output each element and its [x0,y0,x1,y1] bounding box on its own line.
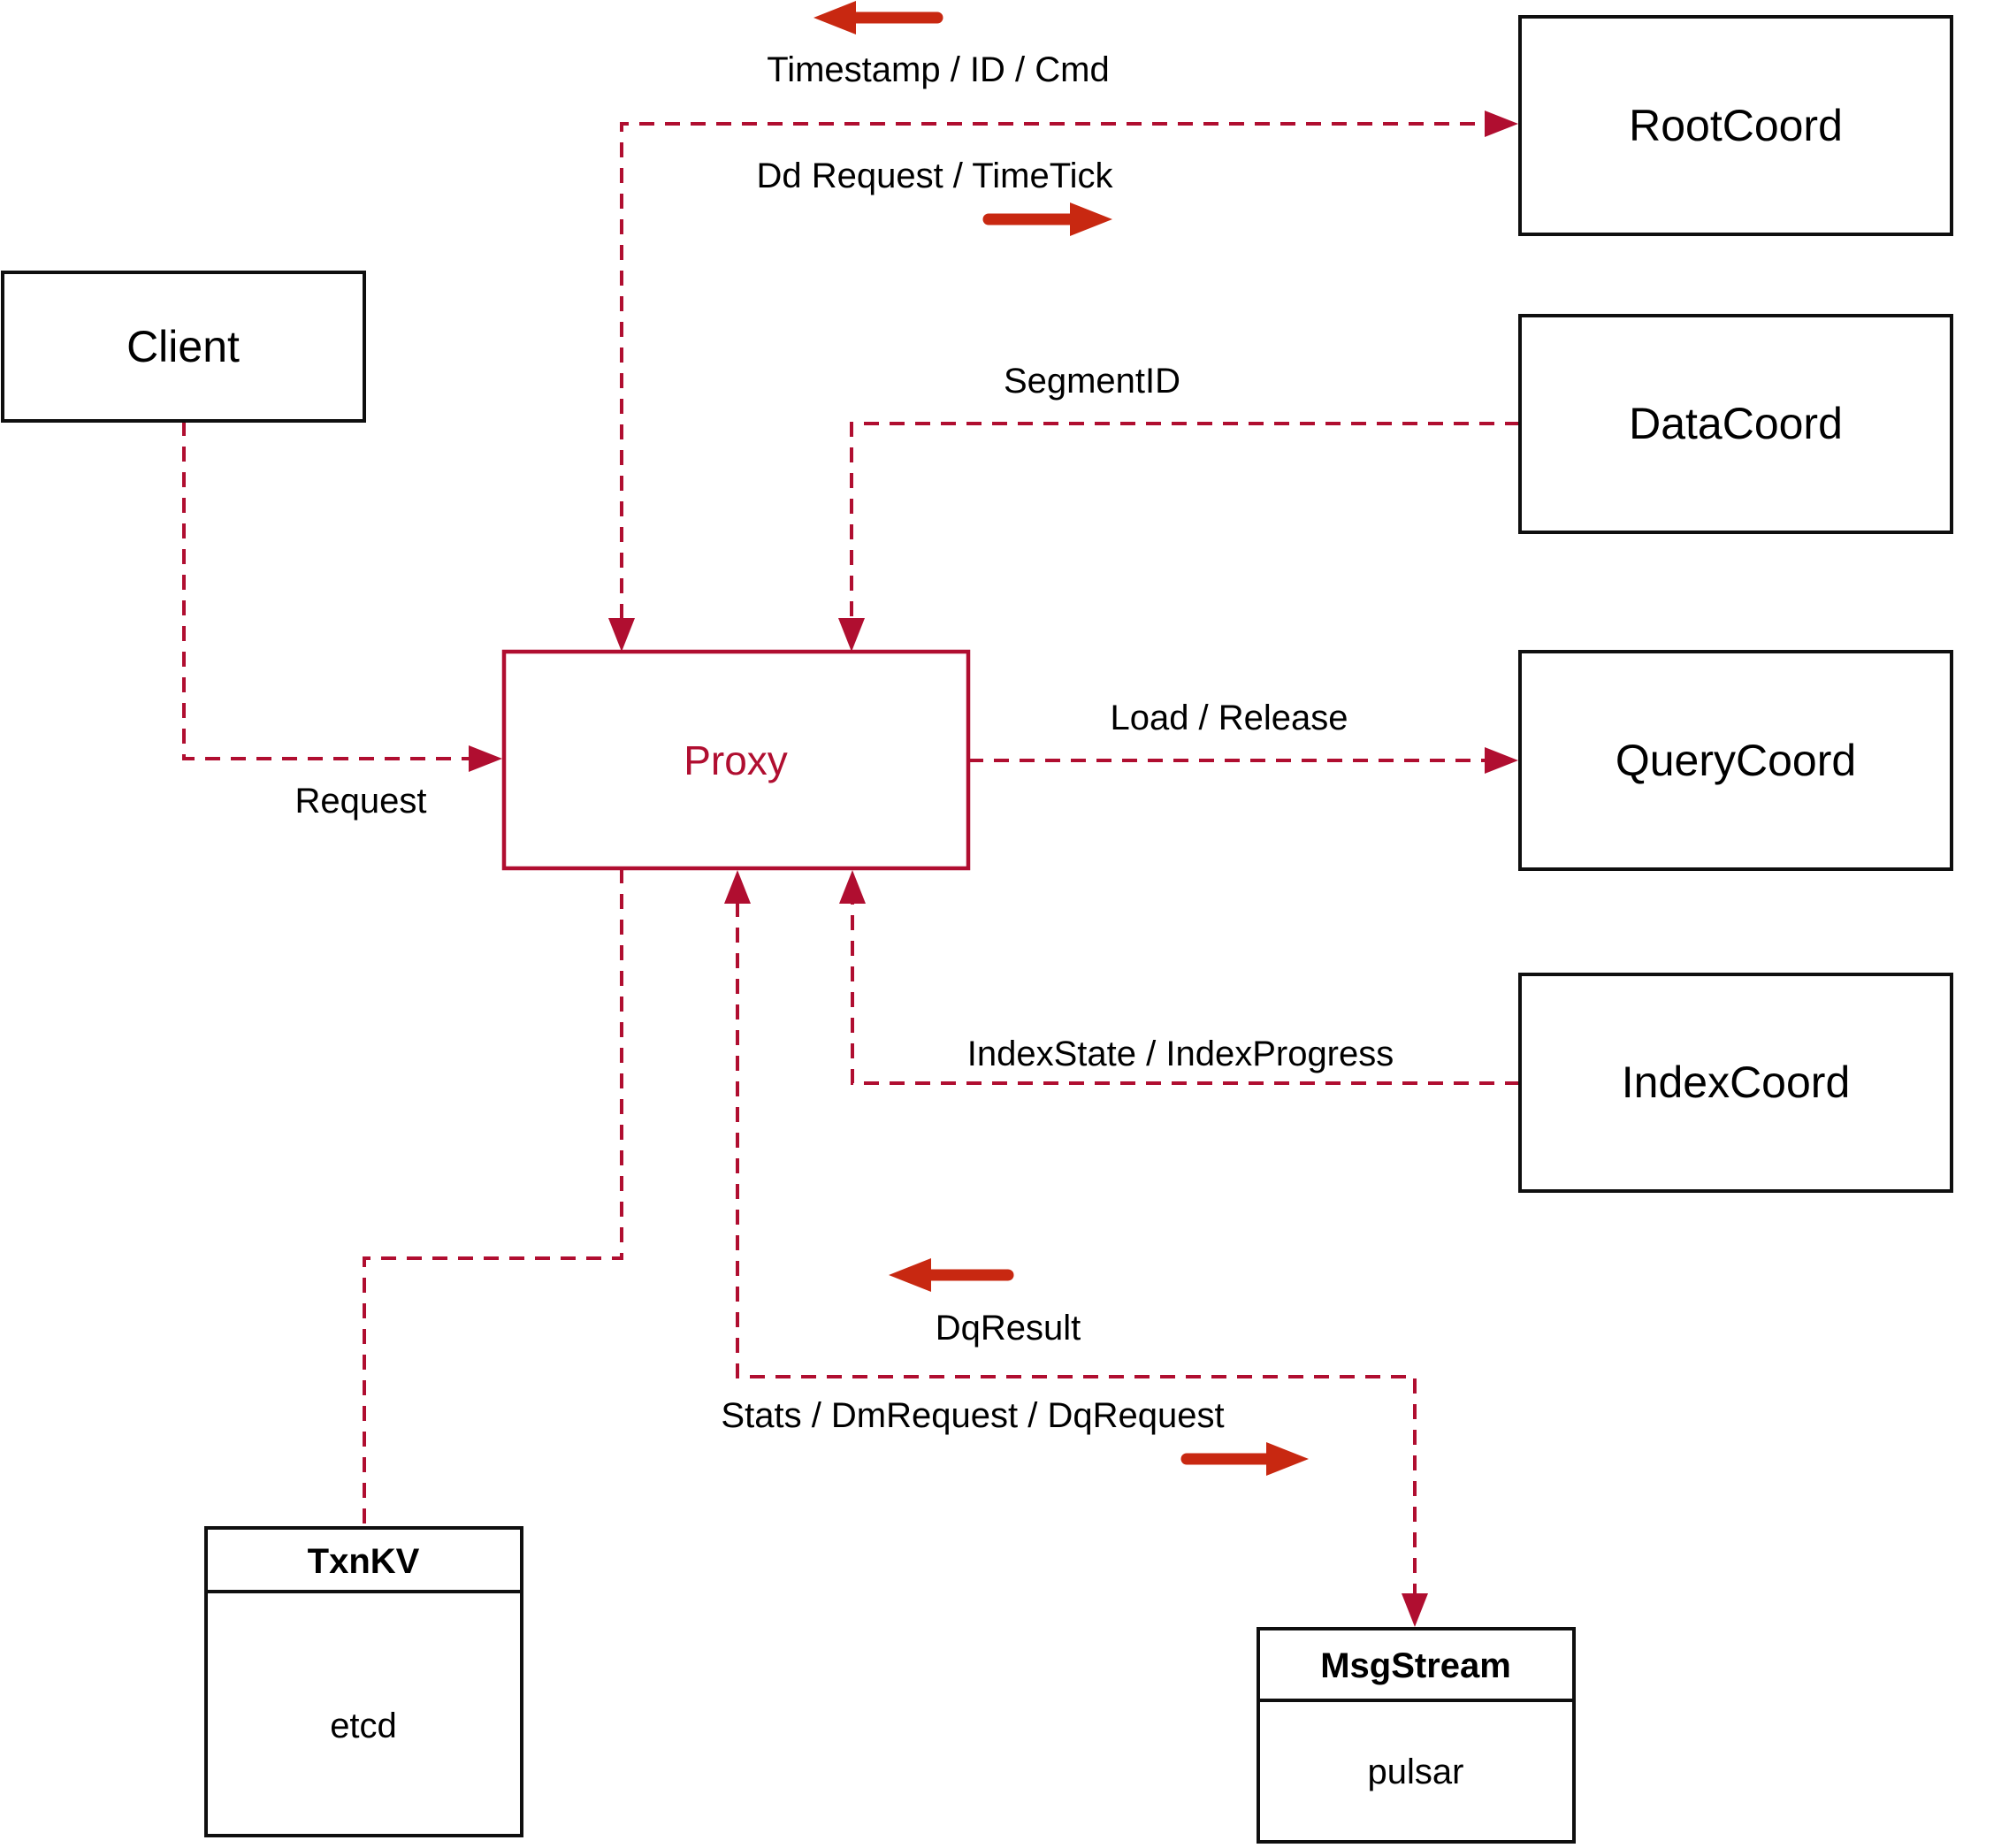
txnkv-impl: etcd [330,1707,397,1745]
node-rootcoord: RootCoord [1518,15,1953,236]
edge-proxy-txnkv [363,868,623,1526]
edge-label-load-release: Load / Release [1110,699,1348,737]
edge-label-index-state-progress: IndexState / IndexProgress [967,1035,1394,1073]
arrowhead-into-proxy-top-left [608,618,635,652]
msgstream-impl: pulsar [1368,1753,1464,1791]
arrowhead-into-proxy-bottom-left [724,870,751,904]
edge-label-timestamp-id-cmd: Timestamp / ID / Cmd [767,50,1109,89]
arrowhead-into-rootcoord [1485,111,1518,137]
edge-client-proxy [182,421,502,772]
proxy-box [501,649,971,871]
arrowhead-into-querycoord [1485,747,1518,774]
txnkv-title: TxnKV [308,1542,420,1581]
proxy-label: Proxy [684,737,788,783]
left-arrow-icon [814,1,856,34]
edge-label-request: Request [295,782,427,821]
edge-datacoord-proxy-path [850,422,1520,619]
msgstream-title: MsgStream [1320,1646,1511,1685]
edge-proxy-rootcoord [608,111,1518,652]
edge-indexcoord-proxy [839,870,1520,1085]
arrowhead-into-proxy-left [469,745,502,772]
left-arrow-icon [889,1258,931,1292]
node-proxy: Proxy [501,649,971,871]
edge-label-dq-result: DqResult [936,1309,1081,1348]
edge-label-segment-id: SegmentID [1004,362,1180,401]
edge-client-proxy-path [182,421,470,760]
arrowhead-into-proxy-bottom-right [839,870,866,904]
edge-datacoord-proxy [838,422,1520,652]
edge-proxy-rootcoord-path [620,122,1486,619]
datacoord-label: DataCoord [1629,399,1843,448]
direction-arrow-left-dqresult [889,1258,1014,1292]
right-arrow-icon [1266,1442,1309,1476]
arrowhead-into-msgstream [1402,1593,1428,1627]
node-msgstream: MsgStream pulsar [1257,1627,1576,1844]
arrowhead-into-proxy-top-right [838,618,865,652]
direction-arrow-right-ddrequest [982,202,1112,236]
right-arrow-icon [1070,202,1112,236]
querycoord-label: QueryCoord [1616,736,1856,785]
client-label: Client [126,322,240,371]
indexcoord-label: IndexCoord [1622,1058,1851,1107]
datacoord-box [1518,314,1953,534]
node-querycoord: QueryCoord [1518,650,1953,871]
edge-proxy-txnkv-path [363,868,623,1526]
edge-proxy-querycoord [968,747,1518,774]
direction-arrow-right-stats [1180,1442,1309,1476]
indexcoord-box [1518,973,1953,1193]
direction-arrow-left-timestamp [814,1,943,34]
edge-label-dd-request-timetick: Dd Request / TimeTick [756,157,1113,195]
msgstream-box [1257,1627,1576,1844]
rootcoord-label: RootCoord [1629,101,1843,150]
node-client: Client [1,271,366,423]
txnkv-box [204,1526,523,1837]
rootcoord-box [1518,15,1953,236]
node-txnkv: TxnKV etcd [204,1526,523,1837]
querycoord-box [1518,650,1953,871]
client-box [1,271,366,423]
node-indexcoord: IndexCoord [1518,973,1953,1193]
node-datacoord: DataCoord [1518,314,1953,534]
edge-proxy-msgstream [724,870,1428,1627]
edge-label-stats-dm-dq: Stats / DmRequest / DqRequest [721,1396,1224,1435]
edge-indexcoord-proxy-path [851,902,1520,1085]
edge-proxy-msgstream-path [736,902,1417,1593]
